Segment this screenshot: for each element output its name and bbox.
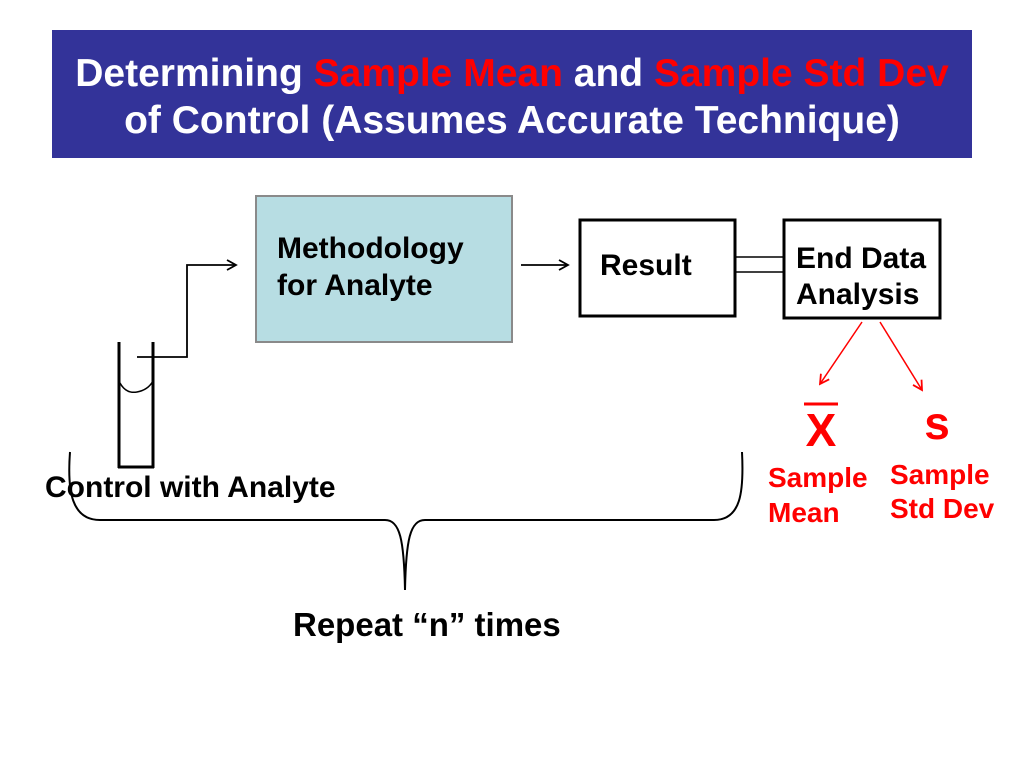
methodology-label-line-1: Methodology: [277, 232, 464, 265]
title-word-and: and: [574, 52, 643, 95]
arrow-to-sample-mean: [818, 321, 863, 386]
result-label: Result: [600, 249, 692, 282]
end-data-analysis-box: [782, 218, 942, 320]
title-line-1: Determining Sample Mean and Sample Std D…: [75, 52, 949, 95]
sample-std-dev-label-line-2: Std Dev: [890, 493, 995, 524]
liquid-meniscus: [119, 380, 154, 394]
title-banner: [52, 30, 972, 158]
sample-mean-label-line-2: Mean: [768, 497, 840, 528]
test-tube-icon: [117, 342, 155, 469]
result-box: [578, 218, 737, 318]
methodology-box: [255, 195, 513, 343]
repeat-curly-brace: [68, 451, 744, 591]
sample-std-dev-symbol: s: [924, 397, 950, 449]
control-with-analyte-label: Control with Analyte: [45, 471, 336, 504]
arrow-to-sample-std-dev: [879, 321, 923, 392]
sample-std-dev-label-line-1: Sample: [890, 459, 990, 490]
double-line-connector: [735, 256, 784, 273]
title-highlight-sample-std-dev: Sample Std Dev: [654, 52, 949, 95]
end-data-analysis-label-line-1: End Data: [796, 242, 926, 275]
methodology-label-line-2: for Analyte: [277, 269, 433, 302]
title-highlight-sample-mean: Sample Mean: [314, 52, 563, 95]
arrow-control-to-methodology: [137, 259, 238, 358]
sample-mean-label-line-1: Sample: [768, 462, 868, 493]
end-data-analysis-label-line-2: Analysis: [796, 278, 919, 311]
title-line-2: of Control (Assumes Accurate Technique): [124, 99, 900, 142]
repeat-n-times-label: Repeat “n” times: [293, 606, 561, 643]
title-word-determining: Determining: [75, 52, 303, 95]
sample-mean-symbol: X: [806, 404, 837, 456]
